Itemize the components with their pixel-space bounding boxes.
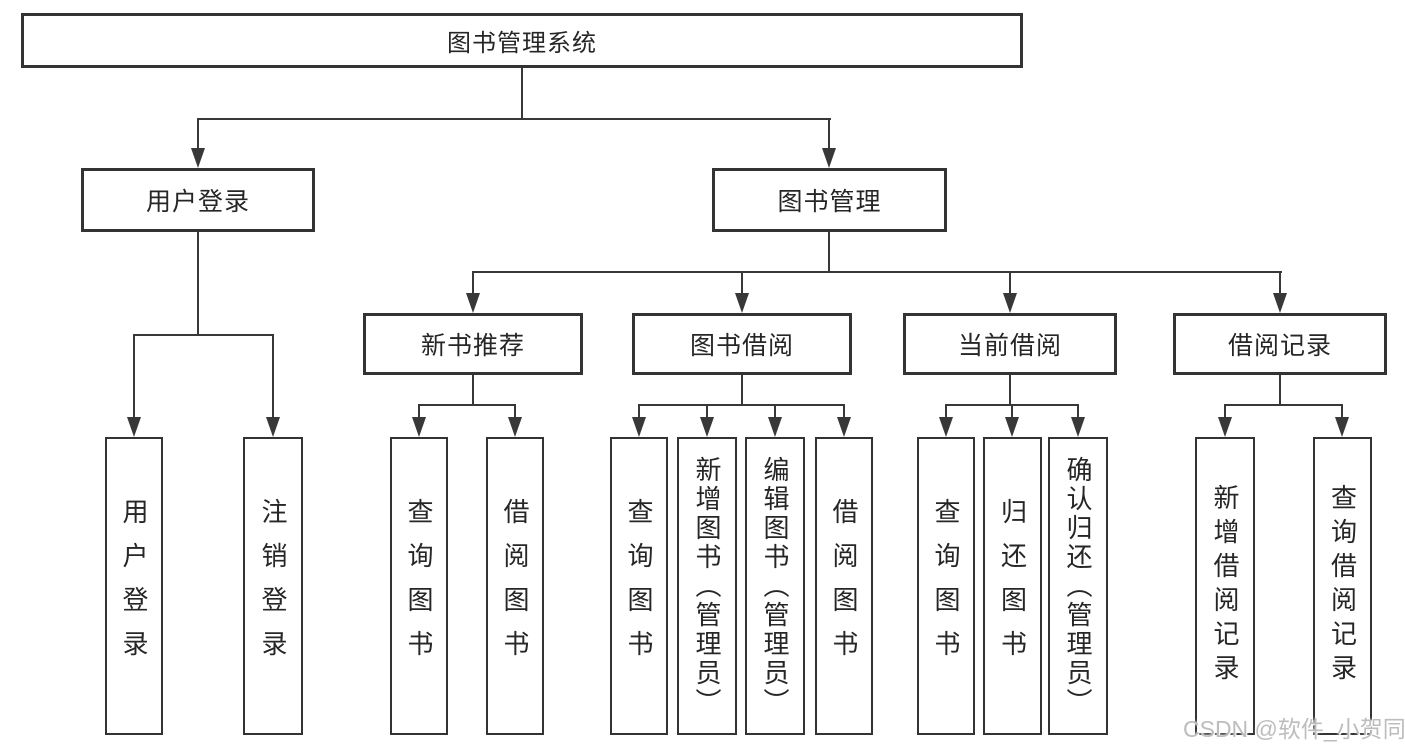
leaf-cb-return-books-label: 归还图书 <box>997 498 1028 674</box>
connector-line <box>514 404 516 419</box>
leaf-bb-borrow-books: 借阅图书 <box>815 437 873 735</box>
leaf-bb-add-books-admin-label: 新增图书（管理员） <box>692 455 722 717</box>
connector-line <box>197 118 831 120</box>
arrow-down-icon <box>266 417 280 437</box>
connector-line <box>1224 404 1343 406</box>
connector-line <box>272 334 274 419</box>
connector-line <box>1011 404 1013 419</box>
connector-line <box>1009 271 1011 295</box>
arrow-down-icon <box>466 293 480 313</box>
connector-line <box>472 271 474 295</box>
leaf-bb-borrow-books-label: 借阅图书 <box>829 498 859 674</box>
connector-line <box>741 375 743 406</box>
leaf-br-query-record-label: 查询借阅记录 <box>1327 484 1358 688</box>
node-user-login-label: 用户登录 <box>145 188 250 216</box>
arrow-down-icon <box>508 417 522 437</box>
connector-line <box>774 404 776 419</box>
arrow-down-icon <box>1005 417 1019 437</box>
connector-line <box>418 404 420 419</box>
leaf-bb-edit-books-admin-label: 编辑图书（管理员） <box>760 455 790 717</box>
arrow-down-icon <box>632 417 646 437</box>
node-root-label: 图书管理系统 <box>447 30 597 57</box>
node-user-login: 用户登录 <box>81 168 315 232</box>
arrow-down-icon <box>1218 417 1232 437</box>
connector-line <box>828 118 830 150</box>
arrow-down-icon <box>700 417 714 437</box>
leaf-bb-query-books: 查询图书 <box>610 437 668 735</box>
leaf-br-add-record-label: 新增借阅记录 <box>1210 484 1240 688</box>
arrow-down-icon <box>939 417 953 437</box>
leaf-cb-return-books: 归还图书 <box>983 437 1042 735</box>
leaf-cb-confirm-return-admin: 确认归还（管理员） <box>1048 437 1108 735</box>
leaf-cb-query-books-label: 查询图书 <box>931 498 961 674</box>
node-book-management-label: 图书管理 <box>777 188 882 216</box>
connector-line <box>1341 404 1343 419</box>
arrow-down-icon <box>768 417 782 437</box>
connector-line <box>1224 404 1226 419</box>
leaf-logout: 注销登录 <box>243 437 303 735</box>
connector-line <box>472 271 1282 273</box>
connector-line <box>521 68 523 120</box>
leaf-logout-label: 注销登录 <box>258 498 288 674</box>
node-book-borrowing: 图书借阅 <box>632 313 852 375</box>
leaf-nb-borrow-books: 借阅图书 <box>486 437 544 735</box>
connector-line <box>1279 271 1281 295</box>
arrow-down-icon <box>837 417 851 437</box>
connector-line <box>472 375 474 406</box>
leaf-bb-query-books-label: 查询图书 <box>624 498 654 674</box>
connector-line <box>1279 375 1281 406</box>
arrow-down-icon <box>822 148 836 168</box>
arrow-down-icon <box>1273 293 1287 313</box>
node-book-management: 图书管理 <box>712 168 947 232</box>
node-book-borrowing-label: 图书借阅 <box>689 332 794 360</box>
leaf-bb-add-books-admin: 新增图书（管理员） <box>677 437 737 735</box>
connector-line <box>741 271 743 295</box>
connector-line <box>1077 404 1079 419</box>
connector-line <box>197 232 199 336</box>
connector-line <box>1009 375 1011 406</box>
node-current-borrowing: 当前借阅 <box>903 313 1117 375</box>
node-borrowing-records-label: 借阅记录 <box>1227 332 1332 360</box>
arrow-down-icon <box>735 293 749 313</box>
connector-line <box>638 404 845 406</box>
node-new-book-recommend: 新书推荐 <box>363 313 583 375</box>
leaf-cb-confirm-return-admin-label: 确认归还（管理员） <box>1063 455 1093 717</box>
arrow-down-icon <box>191 148 205 168</box>
leaf-br-add-record: 新增借阅记录 <box>1195 437 1255 735</box>
node-root: 图书管理系统 <box>21 13 1023 68</box>
leaf-nb-query-books: 查询图书 <box>390 437 448 735</box>
csdn-watermark: CSDN @软件_小贺同学 <box>1183 716 1405 742</box>
leaf-cb-query-books: 查询图书 <box>917 437 975 735</box>
connector-line <box>418 404 516 406</box>
leaf-nb-query-books-label: 查询图书 <box>404 498 434 674</box>
connector-line <box>828 232 830 273</box>
arrow-down-icon <box>1003 293 1017 313</box>
leaf-br-query-record: 查询借阅记录 <box>1313 437 1372 735</box>
arrow-down-icon <box>412 417 426 437</box>
node-borrowing-records: 借阅记录 <box>1173 313 1387 375</box>
connector-line <box>638 404 640 419</box>
leaf-user-login: 用户登录 <box>105 437 163 735</box>
connector-line <box>945 404 947 419</box>
leaf-user-login-label: 用户登录 <box>119 498 149 674</box>
arrow-down-icon <box>1071 417 1085 437</box>
connector-line <box>706 404 708 419</box>
connector-line <box>133 334 274 336</box>
connector-line <box>197 118 199 150</box>
arrow-down-icon <box>1335 417 1349 437</box>
connector-line <box>843 404 845 419</box>
node-current-borrowing-label: 当前借阅 <box>957 332 1062 360</box>
node-new-book-recommend-label: 新书推荐 <box>420 332 525 360</box>
leaf-nb-borrow-books-label: 借阅图书 <box>500 498 530 674</box>
arrow-down-icon <box>127 417 141 437</box>
connector-line <box>133 334 135 419</box>
leaf-bb-edit-books-admin: 编辑图书（管理员） <box>745 437 805 735</box>
